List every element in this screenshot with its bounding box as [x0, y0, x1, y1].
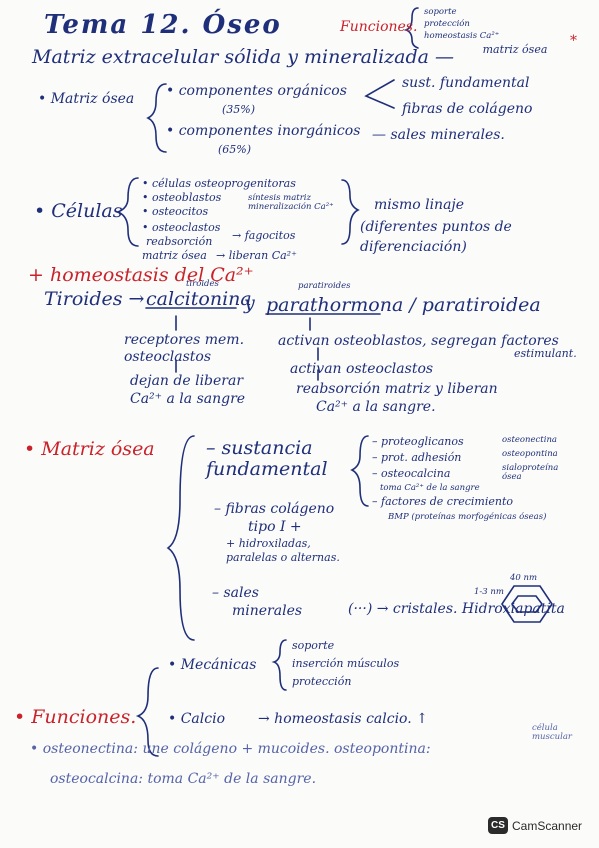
brace-sust-items: [350, 435, 369, 507]
fibras-colageno: fibras de colágeno: [402, 101, 533, 117]
top-function-item: protección: [424, 19, 470, 29]
brace-sust: [364, 79, 395, 109]
fagocitos: → fagocitos: [232, 229, 296, 242]
matrix-result: matriz ósea: [482, 43, 548, 56]
organic-percent: (35%): [222, 103, 256, 116]
celula-item: • células osteoprogenitoras: [142, 177, 296, 190]
sust-item: – proteoglicanos: [372, 435, 464, 448]
calcitonina-note: tiroides: [186, 279, 219, 289]
paralelas: paralelas o alternas.: [226, 551, 340, 564]
hidroxiladas: + hidroxiladas,: [226, 537, 311, 550]
mecanica-item: soporte: [292, 639, 335, 652]
estimulant: estimulant.: [514, 347, 577, 360]
sust-item: – prot. adhesión: [372, 451, 462, 464]
sust-item: – factores de crecimiento: [372, 495, 513, 508]
side-note: célula muscular: [532, 723, 572, 742]
activan-osteoclastos: activan osteoclastos: [290, 361, 434, 377]
homeostasis-heading: + homeostasis del Ca²⁺: [28, 264, 254, 286]
note-line-2: osteocalcina: toma Ca²⁺ de la sangre.: [50, 771, 317, 787]
fibras-colageno-2: – fibras colágeno: [214, 501, 335, 517]
sust-item: – osteocalcina: [372, 467, 451, 480]
inorganic-percent: (65%): [218, 143, 252, 156]
celula-item: • osteoclastos: [142, 221, 221, 234]
matrix-line: Matriz extracelular sólida y mineralizad…: [32, 46, 455, 68]
mecanica-item: inserción músculos: [292, 657, 400, 670]
paratiroides-note: paratiroides: [298, 281, 351, 291]
dimension-1-3nm: 1-3 nm: [474, 587, 504, 597]
celula-item: • osteocitos: [142, 205, 209, 218]
osteoblast-note: síntesis matriz mineralización Ca²⁺: [248, 193, 334, 212]
y-connector: y: [244, 292, 255, 314]
reabsorcion-matriz: reabsorción matriz y liberan: [296, 381, 498, 397]
inorganic-components: • componentes inorgánicos: [166, 123, 361, 139]
calcio-sangre: Ca²⁺ a la sangre: [130, 391, 246, 407]
cristales: (···) → cristales. Hidroxiapatita: [348, 601, 565, 617]
brace-matriz1: [146, 83, 167, 153]
camscanner-logo: CS CamScanner: [488, 817, 582, 834]
brace-linaje: [341, 179, 360, 245]
minerales: minerales: [232, 603, 303, 619]
mecanicas: • Mecánicas: [168, 657, 257, 673]
matriz-osea-small: matriz ósea: [142, 249, 207, 262]
adhesion-item: sialoproteína ósea: [502, 463, 559, 482]
bmp: BMP (proteínas morfogénicas óseas): [388, 512, 547, 522]
star-mark: *: [570, 33, 577, 49]
sales-minerales: — sales minerales.: [372, 127, 505, 143]
sustancia-fundamental: – sustancia fundamental: [206, 437, 328, 480]
celulas-label: • Células: [34, 200, 123, 222]
calcitonina: calcitonina: [146, 288, 252, 310]
mecanica-item: protección: [292, 675, 352, 688]
top-functions-label: Funciones.: [340, 19, 418, 35]
tiroides: Tiroides →: [44, 288, 145, 310]
funciones-label: • Funciones.: [14, 706, 137, 728]
osteocalcina-note: toma Ca²⁺ de la sangre: [380, 483, 480, 493]
camscanner-icon: CS: [488, 817, 508, 834]
matriz-osea-2-label: • Matriz ósea: [24, 438, 155, 460]
page-title: Tema 12. Óseo: [44, 10, 282, 40]
celula-item: • osteoblastos: [142, 191, 222, 204]
organic-components: • componentes orgánicos: [166, 83, 347, 99]
liberan-calcio: → liberan Ca²⁺: [216, 249, 297, 262]
reabsorcion: reabsorción: [146, 235, 213, 248]
receptores: receptores mem. osteoclastos: [124, 332, 245, 365]
sust-fundamental: sust. fundamental: [402, 75, 530, 91]
camscanner-text: CamScanner: [512, 818, 583, 833]
brace-mecanicas: [271, 639, 287, 691]
mismo-linaje: mismo linaje: [374, 197, 465, 213]
calcio-sangre-2: Ca²⁺ a la sangre.: [316, 399, 436, 415]
activan-osteoblastos: activan osteoblastos, segregan factores: [278, 333, 559, 349]
linaje-note: (diferentes puntos de diferenciación): [360, 219, 512, 255]
parathormona: parathormona / paratiroidea: [266, 294, 541, 316]
calcio: • Calcio: [168, 711, 225, 727]
top-function-item: soporte: [424, 7, 457, 17]
note-line-1: • osteonectina: une colágeno + mucoides.…: [30, 741, 431, 757]
adhesion-item: osteonectina: [502, 435, 557, 445]
calcio-arrow: → homeostasis calcio. ↑: [258, 711, 428, 727]
top-function-item: homeostasis Ca²⁺: [424, 31, 500, 41]
dimension-40nm: 40 nm: [510, 573, 538, 583]
tipo-i: tipo I +: [248, 519, 302, 535]
brace-matriz2: [166, 435, 195, 641]
matriz-osea-label: • Matriz ósea: [38, 91, 135, 107]
dejan-liberar: dejan de liberar: [130, 373, 244, 389]
adhesion-item: osteopontina: [502, 449, 558, 459]
sales: – sales: [212, 585, 259, 601]
